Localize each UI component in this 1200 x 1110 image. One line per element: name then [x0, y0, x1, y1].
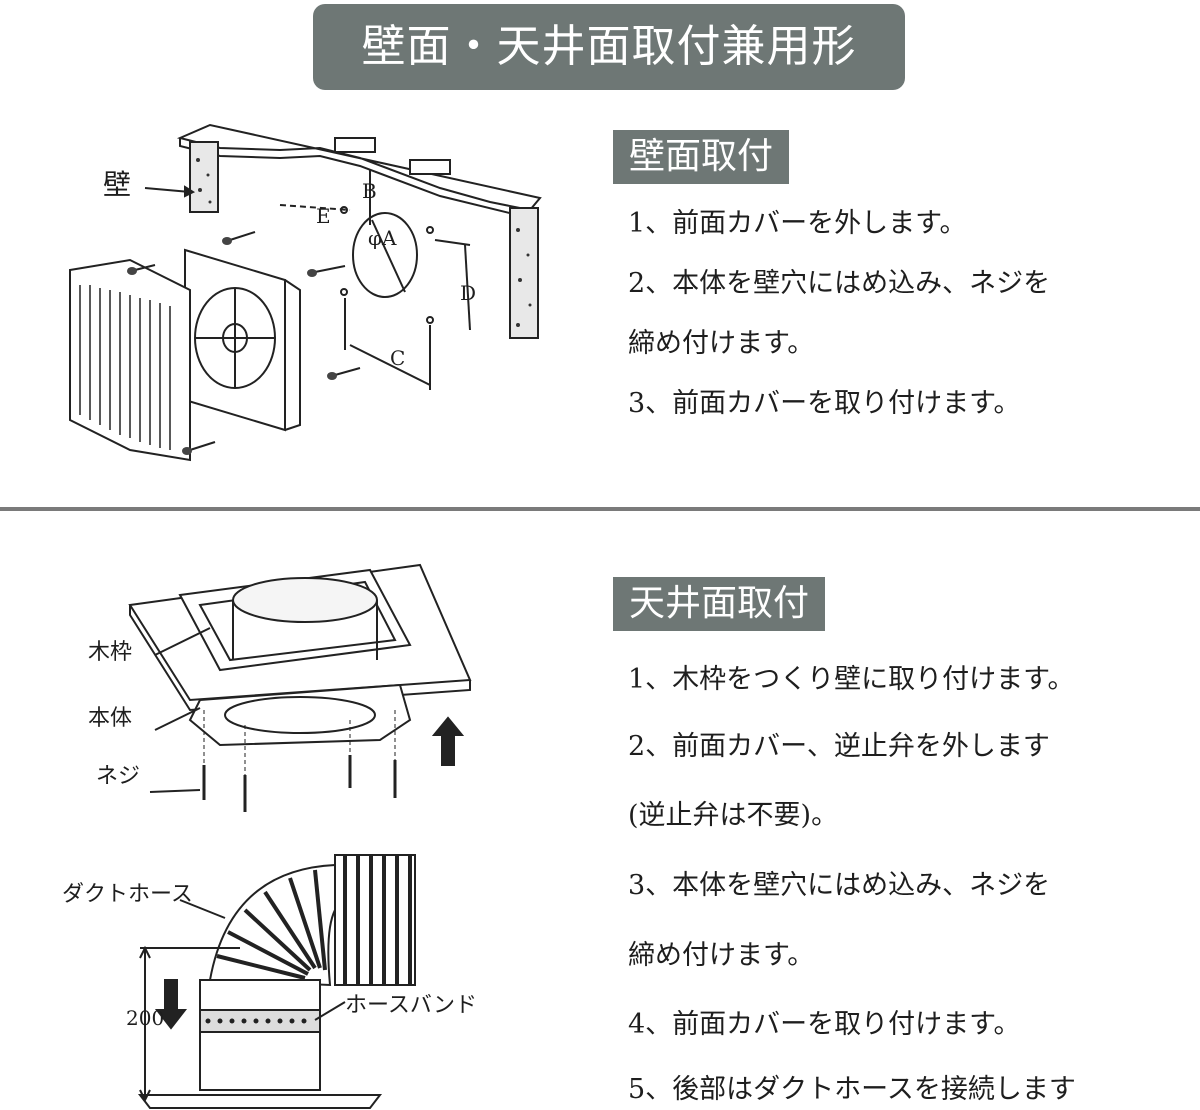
dim-b-label: B	[362, 179, 377, 203]
ceiling-step-1: 1、木枠をつくり壁に取り付けます。	[628, 664, 1075, 695]
ceiling-step-5: 5、後部はダクトホースを接続します	[628, 1074, 1076, 1105]
wall-step-2: 2、本体を壁穴にはめ込み、ネジを	[628, 268, 1051, 299]
body-label: 本体	[88, 706, 133, 731]
duct-hose-diagram	[137, 854, 416, 1109]
dim-c-label: C	[390, 346, 406, 370]
ceiling-step-4: 4、前面カバーを取り付けます。	[628, 1009, 1021, 1040]
ceiling-mount-heading: 天井面取付	[613, 577, 826, 631]
dim-a-label: φA	[368, 226, 397, 250]
wall-label: 壁	[103, 168, 132, 201]
wall-step-3: 3、前面カバーを取り付けます。	[628, 388, 1021, 419]
ceiling-step-2: 2、前面カバー、逆止弁を外します	[628, 731, 1050, 762]
wall-step-2-cont: 締め付けます。	[628, 328, 815, 359]
dim-d-label: D	[460, 281, 477, 305]
section-divider	[0, 507, 1200, 511]
frame-label: 木枠	[88, 640, 133, 665]
hose-band-label: ホースバンド	[345, 993, 478, 1018]
dim-e-label: E	[316, 204, 331, 228]
ceiling-mount-diagram	[128, 563, 472, 812]
ceiling-step-3-cont: 締め付けます。	[628, 940, 815, 971]
duct-hose-label: ダクトホース	[62, 882, 193, 907]
ceiling-step-2-note: (逆止弁は不要)。	[628, 800, 839, 831]
page-title: 壁面・天井面取付兼用形	[313, 4, 905, 90]
wall-mount-diagram	[69, 123, 542, 462]
screw-label: ネジ	[96, 764, 141, 789]
ceiling-step-3: 3、本体を壁穴にはめ込み、ネジを	[628, 870, 1051, 901]
wall-step-1: 1、前面カバーを外します。	[628, 208, 967, 239]
wall-mount-heading: 壁面取付	[613, 130, 790, 184]
dimension-200-label: 200	[126, 1006, 165, 1030]
